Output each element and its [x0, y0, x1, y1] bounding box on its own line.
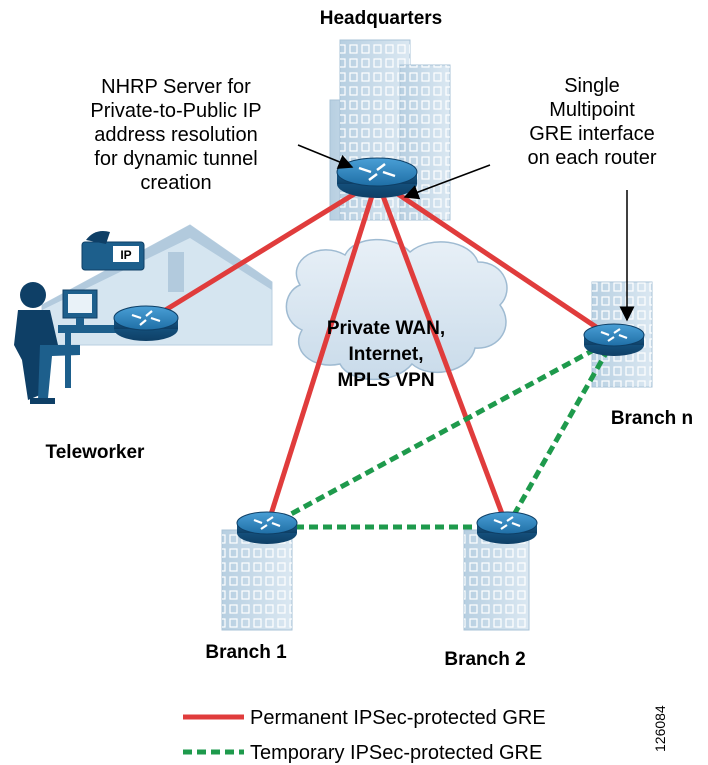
branch-1-router-icon — [236, 511, 298, 544]
mgre-callout-line: Single — [564, 75, 620, 97]
branch-2-router-icon — [476, 511, 538, 544]
nhrp-callout-line: address resolution — [94, 124, 257, 146]
branch-n-router-icon — [583, 323, 645, 356]
nhrp-callout: NHRP Server for Private-to-Public IP add… — [90, 76, 261, 194]
nhrp-callout-line: NHRP Server for — [101, 76, 251, 98]
teleworker-router-icon — [113, 305, 179, 341]
teleworker-label: Teleworker — [46, 442, 146, 463]
temporary-link-branch_1-branch_n — [265, 336, 616, 530]
branch-2-label: Branch 2 — [444, 649, 525, 670]
nhrp-callout-arrow — [297, 144, 354, 169]
cloud-label: Private WAN, Internet, MPLS VPN — [327, 318, 445, 391]
branch-1-label: Branch 1 — [205, 642, 287, 663]
hq-router-icon — [336, 157, 418, 198]
cloud-label-line: MPLS VPN — [337, 370, 434, 391]
nhrp-callout-line: creation — [140, 172, 211, 194]
mgre-callout-line: GRE interface — [529, 123, 655, 145]
mgre-callout: Single Multipoint GRE interface on each … — [528, 75, 657, 169]
branch-2-building — [463, 529, 530, 631]
mgre-callout-line: on each router — [528, 147, 657, 169]
mgre-callout-line: Multipoint — [549, 99, 635, 121]
links-layer — [144, 177, 617, 530]
nhrp-callout-line: for dynamic tunnel — [94, 148, 257, 170]
figure-id: 126084 — [652, 705, 668, 752]
teleworker-person-icon — [14, 282, 153, 404]
branch-n-label: Branch n — [611, 408, 693, 429]
cloud-label-line: Private WAN, — [327, 318, 445, 339]
legend-temporary-label: Temporary IPSec-protected GRE — [250, 742, 542, 764]
nhrp-callout-line: Private-to-Public IP — [90, 100, 261, 122]
mgre-callout-arrow-hq — [403, 164, 491, 200]
permanent-link-headquarters-branch_n — [375, 177, 616, 342]
temporary-link-branch_2-branch_n — [504, 337, 617, 529]
ip-phone-icon: IP — [81, 231, 145, 271]
branch-1-building — [221, 529, 293, 631]
legend: Permanent IPSec-protected GRE Temporary … — [183, 707, 546, 764]
headquarters-label: Headquarters — [320, 8, 443, 29]
permanent-link-headquarters-branch_2 — [374, 179, 510, 528]
legend-permanent-label: Permanent IPSec-protected GRE — [250, 707, 546, 729]
permanent-link-headquarters-teleworker — [144, 177, 379, 325]
wan-cloud — [285, 238, 508, 381]
permanent-link-headquarters-branch_1 — [264, 179, 380, 528]
ip-phone-badge: IP — [120, 248, 131, 262]
cloud-label-line: Internet, — [349, 344, 424, 365]
